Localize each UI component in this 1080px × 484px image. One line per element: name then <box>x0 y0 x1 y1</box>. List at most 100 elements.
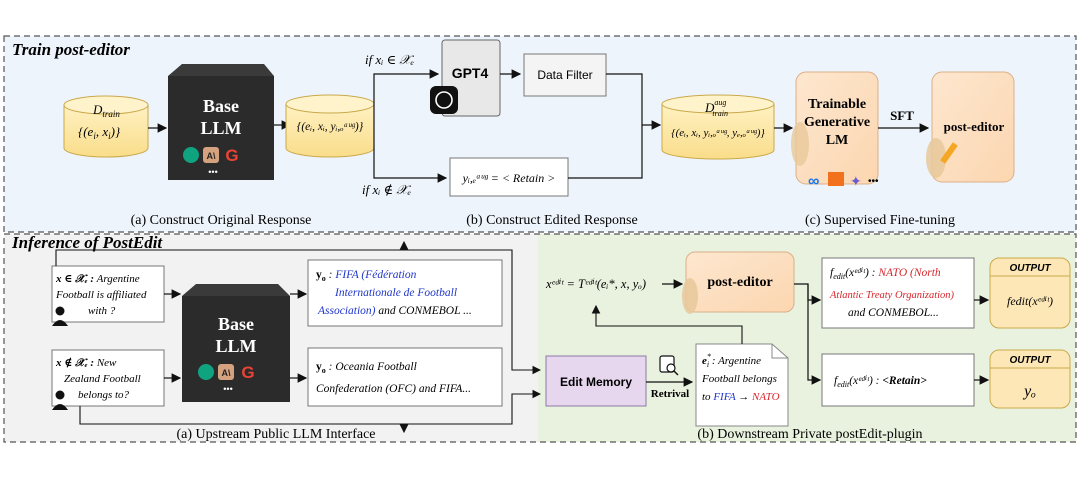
d-train-close: )} <box>110 124 121 139</box>
train-caption-a: (a) Construct Original Response <box>131 213 312 228</box>
svg-text:fedit(xᵉᵈⁱᵗ) : <Retain>: fedit(xᵉᵈⁱᵗ) : <Retain> <box>834 375 927 389</box>
aug-set: {(eᵢ, xᵢ, yᵢ,ₒᵃᵘᵍ)} <box>297 121 364 133</box>
trainable-line2: Generative <box>804 115 870 130</box>
output-scroll-2: OUTPUT yₒ <box>989 349 1071 409</box>
gpt4-label: GPT4 <box>452 65 489 81</box>
d-aug-sub: train <box>712 109 728 118</box>
retain-box <box>449 157 569 197</box>
svg-text:Association) and CONMEBOL ...: Association) and CONMEBOL ... <box>317 305 472 317</box>
query2-text2: Zealand Football <box>64 373 141 385</box>
llama-editor-icon <box>926 138 946 178</box>
sft-label: SFT <box>890 108 914 123</box>
out1-f: f <box>830 267 835 279</box>
edit-output-box1 <box>821 257 975 329</box>
train-post-editor-box: post-editor <box>926 71 1015 183</box>
llm-icon: ✦ <box>850 173 862 189</box>
out1-red1: NATO (North <box>877 267 941 279</box>
response2-box <box>307 347 503 407</box>
d-train-cylinder: Dtrain {(ei, xi)} <box>63 95 149 158</box>
query1-text2: Football is affiliated <box>55 289 147 301</box>
infer-base-line1: Base <box>218 314 254 334</box>
response1-colon: : <box>326 269 336 281</box>
x-edit-formula: xᵉᵈⁱᵗ = Tᵉᵈⁱᵗ(eᵢ*, x, yₒ) <box>545 277 646 291</box>
gpt4-box: GPT4 <box>430 39 501 117</box>
train-title: Train post-editor <box>12 40 130 59</box>
mem-star: * <box>707 352 711 361</box>
data-filter-box <box>523 53 607 97</box>
output1-value: fedit(xᵉᵈⁱᵗ) <box>1007 294 1053 308</box>
llama-icon <box>791 122 809 166</box>
infer-post-editor-label: post-editor <box>707 275 772 290</box>
out1-red2: Atlantic Treaty Organization) <box>829 290 955 301</box>
mem-nato: NATO <box>751 391 780 403</box>
retrieval-label: Retrival <box>651 388 689 400</box>
query2-text3: belongs to? <box>78 389 130 401</box>
openai-icon <box>198 364 214 380</box>
response1-blue2: Internationale de Football <box>334 287 457 299</box>
svg-text:A\: A\ <box>222 368 231 378</box>
svg-text:fedit(xᵉᵈⁱᵗ) : NATO (North: fedit(xᵉᵈⁱᵗ) : NATO (North <box>830 267 941 281</box>
query2-box <box>51 349 165 407</box>
mem-fifa: FIFA <box>712 391 736 403</box>
infer-panel-right <box>538 234 1076 442</box>
infer-title: Inference of PostEdit <box>11 233 163 252</box>
svg-text:to FIFA → NATO: to FIFA → NATO <box>702 391 780 403</box>
infer-caption-a: (a) Upstream Public LLM Interface <box>176 427 375 442</box>
response1-rest3: and CONMEBOL ... <box>376 305 472 317</box>
query2-cond: x ∉ 𝒳ₑ : <box>55 357 94 369</box>
mem-e: e <box>702 355 707 367</box>
retain-label: yᵢ,ₑᵃᵘᵍ = < Retain > <box>462 171 556 185</box>
response2-y: y <box>316 361 322 373</box>
trainable-line3: LM <box>826 133 849 148</box>
output2-value: yₒ <box>1022 383 1036 400</box>
response1-o: o <box>322 274 326 283</box>
mem-line2: Football belongs <box>701 373 777 385</box>
response2-colon: : <box>326 361 336 373</box>
query2-text1: New <box>94 357 117 369</box>
d-train-sub: train <box>102 109 120 119</box>
anthropic-icon <box>218 364 234 380</box>
user-icon <box>52 306 68 326</box>
out2-retain: <Retain> <box>882 375 927 387</box>
anthropic-icon <box>203 147 219 163</box>
infer-base-llm: Base LLM A\ G ••• <box>182 284 290 402</box>
query1-text1: Argentine <box>94 273 140 285</box>
train-post-editor-label: post-editor <box>944 119 1005 134</box>
infer-post-editor-box: post-editor <box>682 251 795 314</box>
chatgpt-icon <box>430 86 458 114</box>
google-icon: G <box>225 146 238 165</box>
retrieval-search-icon <box>659 355 679 376</box>
edit-memory-label: Edit Memory <box>560 375 632 389</box>
svg-text:x ∉ 𝒳ₑ : New: x ∉ 𝒳ₑ : New <box>55 357 117 369</box>
google-icon: G <box>241 363 254 382</box>
out2-arg: (xᵉᵈⁱᵗ) : <box>849 375 882 387</box>
d-aug-sup: aug <box>714 98 726 107</box>
infer-panel-border <box>3 233 1077 443</box>
response2-line2: Confederation (OFC) and FIFA... <box>316 383 471 395</box>
infer-caption-b: (b) Downstream Private postEdit-plugin <box>697 427 922 442</box>
output-scroll-1: OUTPUT fedit(xᵉᵈⁱᵗ) <box>989 257 1071 329</box>
edit-output-box2 <box>821 353 975 407</box>
infer-base-line2: LLM <box>215 336 256 356</box>
cond-out: if xᵢ ∉ 𝒳ₑ <box>362 182 411 197</box>
edit-memory-box <box>545 355 647 407</box>
more-models-dots: ••• <box>208 167 217 177</box>
out1-line3: and CONMEBOL... <box>848 307 939 319</box>
svg-text:A\: A\ <box>207 151 216 161</box>
query1-text3: with ? <box>88 305 116 317</box>
svg-text:e*i : Argentine: e*i : Argentine <box>702 352 761 369</box>
d-train-i2: i <box>108 131 111 141</box>
d-train-i: i <box>93 131 96 141</box>
data-filter-label: Data Filter <box>537 68 592 82</box>
d-train-set: {(e <box>78 124 94 139</box>
trainable-lm-box: Trainable Generative LM ∞ ✦ ••• <box>791 71 879 190</box>
train-caption-c: (c) Supervised Fine-tuning <box>805 213 955 228</box>
pencil-icon <box>940 142 958 164</box>
response2-line1: Oceania Football <box>335 361 416 373</box>
output2-label: OUTPUT <box>1009 355 1051 366</box>
response1-box <box>307 259 503 327</box>
d-aug-name: D <box>704 100 715 115</box>
meta-icon: ∞ <box>808 173 819 190</box>
